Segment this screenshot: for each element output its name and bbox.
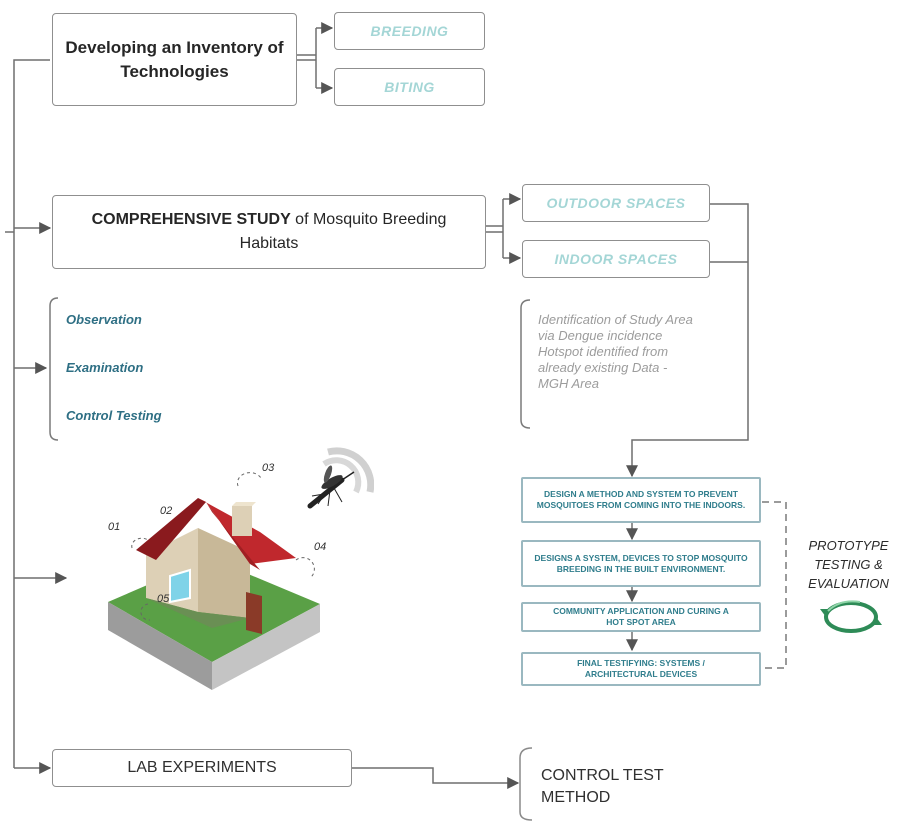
house-label-01: 01 [108, 521, 121, 533]
house-label-04: 04 [314, 541, 327, 553]
study-box: COMPREHENSIVE STUDY of Mosquito Breeding… [52, 195, 486, 269]
study-label-bold: COMPREHENSIVE STUDY [91, 211, 291, 228]
house-label-03: 03 [262, 462, 275, 474]
inventory-label: Developing an Inventory of Technologies [65, 37, 284, 81]
prototype-label: PROTOTYPE TESTING & EVALUATION [808, 538, 889, 591]
mosquito-icon [307, 447, 374, 509]
outdoor-label: OUTDOOR SPACES [546, 195, 686, 211]
control-test-method-label: CONTROL TEST METHOD [541, 767, 664, 806]
study-label-rest: of Mosquito Breeding Habitats [239, 211, 447, 252]
method-observation: Observation [66, 312, 142, 327]
house-label-02: 02 [160, 505, 173, 517]
house-illustration [108, 498, 320, 690]
step-final-testifying: FINAL TESTIFYING: SYSTEMS / ARCHITECTURA… [521, 652, 761, 686]
biting-box: BITING [334, 68, 485, 106]
biting-label: BITING [384, 79, 435, 95]
inventory-box: Developing an Inventory of Technologies [52, 13, 297, 106]
cycle-arrows-icon [820, 600, 882, 633]
step-community-application: COMMUNITY APPLICATION AND CURING A HOT S… [521, 602, 761, 632]
indoor-label: INDOOR SPACES [554, 251, 678, 267]
breeding-box: BREEDING [334, 12, 485, 50]
outdoor-box: OUTDOOR SPACES [522, 184, 710, 222]
method-control-testing: Control Testing [66, 408, 162, 423]
method-examination: Examination [66, 360, 144, 375]
step-stop-breeding: DESIGNS A SYSTEM, DEVICES TO STOP MOSQUI… [521, 540, 761, 587]
study-label: COMPREHENSIVE STUDY of Mosquito Breeding… [63, 208, 475, 256]
lab-experiments-box: LAB EXPERIMENTS [52, 749, 352, 787]
study-area-note: Identification of Study Area via Dengue … [538, 312, 693, 391]
lab-experiments-label: LAB EXPERIMENTS [127, 759, 277, 776]
house-label-05: 05 [157, 593, 170, 605]
step-prevent-indoors: DESIGN A METHOD AND SYSTEM TO PREVENT MO… [521, 477, 761, 523]
indoor-box: INDOOR SPACES [522, 240, 710, 278]
breeding-label: BREEDING [370, 23, 449, 39]
